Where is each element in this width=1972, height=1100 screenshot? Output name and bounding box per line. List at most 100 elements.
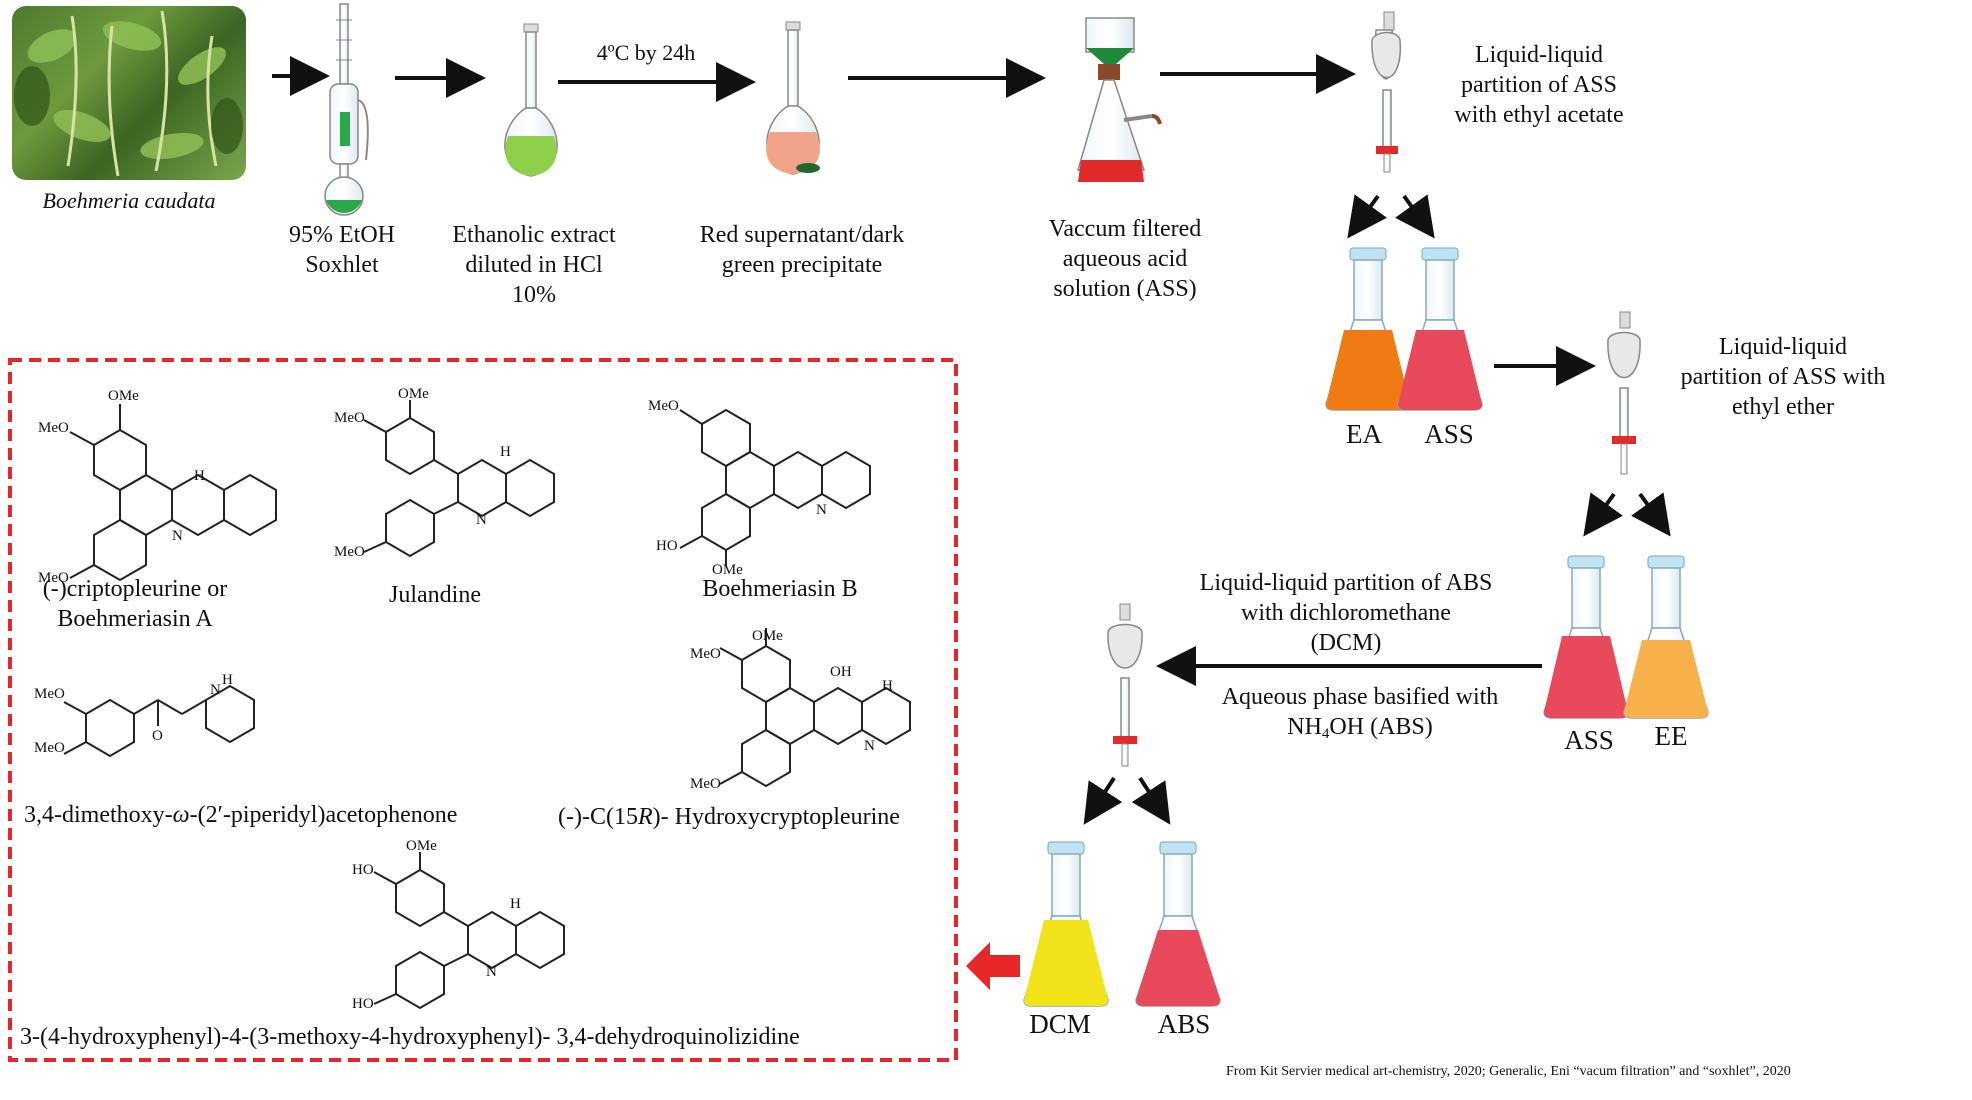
- atom-ome-2: OMe: [398, 386, 429, 402]
- label-partition-1-line2: partition of ASS: [1460, 72, 1617, 98]
- compound-1-line2: Boehmeriasin A: [57, 606, 213, 632]
- label-basified: Aqueous phase basified with NH4OH (ABS): [1210, 682, 1510, 749]
- compound-1-name: (-)criptopleurine or Boehmeriasin A: [20, 574, 250, 634]
- label-partition-2-line2: partition of ASS with: [1680, 364, 1886, 390]
- atom-meo-3: MeO: [334, 410, 365, 426]
- atom-n-3: N: [816, 502, 827, 518]
- label-basified-nh: NH: [1287, 714, 1322, 740]
- atom-ho-3: HO: [352, 996, 374, 1012]
- label-partition-3-line1: Liquid-liquid partition of ABS: [1199, 570, 1493, 596]
- compound-4-pre: 3,4-dimethoxy-: [24, 802, 173, 828]
- flask-dcm: [1023, 841, 1109, 1007]
- atom-n-4: N: [210, 682, 221, 698]
- atom-h-2: H: [500, 444, 511, 460]
- atom-meo-6: MeO: [34, 686, 65, 702]
- label-supernatant-line1: Red supernatant/dark: [699, 222, 905, 248]
- flask-label-ea: EA: [1346, 419, 1382, 449]
- atom-n-5: N: [864, 738, 875, 754]
- label-soxhlet-line1: 95% EtOH: [289, 222, 395, 248]
- compound-4-name: 3,4-dimethoxy-ω-(2′-piperidyl)acetopheno…: [24, 800, 544, 830]
- separatory-funnel-2: [1607, 311, 1641, 475]
- compound-4-omega: ω: [172, 802, 190, 828]
- flask-label-ee: EE: [1654, 721, 1688, 751]
- label-partition-2: Liquid-liquid partition of ASS with ethy…: [1658, 332, 1908, 422]
- flask-label-dcm: DCM: [1029, 1009, 1091, 1039]
- compound-5-post: )- Hydroxycryptopleurine: [652, 804, 900, 830]
- label-soxhlet-line2: Soxhlet: [305, 252, 379, 278]
- arrow-split-1b: [1395, 194, 1435, 239]
- flask-ee: [1623, 555, 1709, 719]
- flask-label-ass-2: ASS: [1564, 725, 1614, 755]
- label-partition-1-line1: Liquid-liquid: [1475, 42, 1603, 68]
- structure-julandine: [363, 400, 555, 558]
- label-partition-1: Liquid-liquid partition of ASS with ethy…: [1424, 40, 1654, 130]
- arrow-split-1a: [1347, 194, 1387, 239]
- label-partition-1-line3: with ethyl acetate: [1454, 102, 1624, 128]
- label-extract-line2: diluted in HCl: [465, 252, 603, 278]
- label-extract-line1: Ethanolic extract: [452, 222, 616, 248]
- compounds-box: [8, 358, 958, 1062]
- arrow-split-3b: [1131, 776, 1171, 825]
- label-extract: Ethanolic extract diluted in HCl 10%: [434, 220, 634, 310]
- label-partition-2-line3: ethyl ether: [1732, 394, 1834, 420]
- structure-acetophenone: [63, 684, 255, 758]
- atom-meo-5: MeO: [648, 398, 679, 414]
- flask-label-abs: ABS: [1157, 1009, 1211, 1039]
- label-basified-line1: Aqueous phase basified with: [1221, 684, 1499, 710]
- atom-ome-1: OMe: [108, 388, 139, 404]
- compound-5-name: (-)-C(15R)- Hydroxycryptopleurine: [558, 802, 948, 832]
- vacuum-filtration: [1077, 17, 1162, 182]
- label-extract-line3: 10%: [512, 282, 556, 308]
- atom-h-3: H: [222, 672, 233, 688]
- atom-o-1: O: [152, 728, 163, 744]
- atom-ome-4: OMe: [752, 628, 783, 644]
- label-soxhlet: 95% EtOH Soxhlet: [262, 220, 422, 280]
- structure-dehydroquinolizidine: [373, 852, 565, 1010]
- arrow-split-2b: [1631, 492, 1671, 537]
- atom-meo-2: MeO: [38, 570, 69, 586]
- label-filtered-line3: solution (ASS): [1053, 276, 1197, 302]
- flask-supernatant: [766, 21, 820, 175]
- label-partition-3-line3: (DCM): [1310, 630, 1382, 656]
- label-basified-rest: OH (ABS): [1329, 714, 1433, 740]
- soxhlet-apparatus: [324, 3, 369, 216]
- label-basified-sub: 4: [1321, 726, 1330, 742]
- atom-h-5: H: [510, 896, 521, 912]
- atom-meo-9: MeO: [690, 776, 721, 792]
- separatory-funnel-1: [1371, 11, 1402, 173]
- compound-5-r: R: [637, 804, 653, 830]
- credit-line: From Kit Servier medical art-chemistry, …: [1226, 1064, 1791, 1079]
- atom-meo-4: MeO: [334, 544, 365, 560]
- label-filtered-line1: Vaccum filtered: [1048, 216, 1202, 242]
- flask-ethanolic-extract: [504, 23, 558, 177]
- separatory-funnel-3: [1107, 603, 1143, 767]
- atom-ome-5: OMe: [406, 838, 437, 854]
- atom-n-6: N: [486, 964, 497, 980]
- label-basified-line2: NH4OH (ABS): [1210, 712, 1510, 749]
- atom-h-4: H: [882, 678, 893, 694]
- arrow-split-3a: [1083, 776, 1123, 825]
- compound-5-pre: (-)-C(15: [558, 804, 638, 830]
- label-filtered-line2: aqueous acid: [1062, 246, 1188, 272]
- flask-ass-2: [1543, 555, 1629, 719]
- label-partition-2-line1: Liquid-liquid: [1719, 334, 1847, 360]
- flask-label-ass-1: ASS: [1424, 419, 1474, 449]
- plant-photo: [12, 6, 246, 180]
- atom-ome-3: OMe: [712, 562, 743, 578]
- red-arrow: [966, 942, 1020, 990]
- label-supernatant-line2: green precipitate: [721, 252, 883, 278]
- compound-1-line1: (-)criptopleurine or: [42, 576, 228, 602]
- atom-ho-2: HO: [352, 862, 374, 878]
- atom-ho-1: HO: [656, 538, 678, 554]
- atom-meo-7: MeO: [34, 740, 65, 756]
- atom-meo-1: MeO: [38, 420, 69, 436]
- atom-n-2: N: [476, 512, 487, 528]
- arrow-split-2a: [1583, 492, 1623, 537]
- structure-criptopleurine: [69, 404, 277, 582]
- flask-ea: [1325, 247, 1411, 411]
- flask-ass-1: [1397, 247, 1483, 411]
- atom-oh-1: OH: [830, 664, 852, 680]
- label-temperature: 4ºC by 24h: [596, 40, 696, 65]
